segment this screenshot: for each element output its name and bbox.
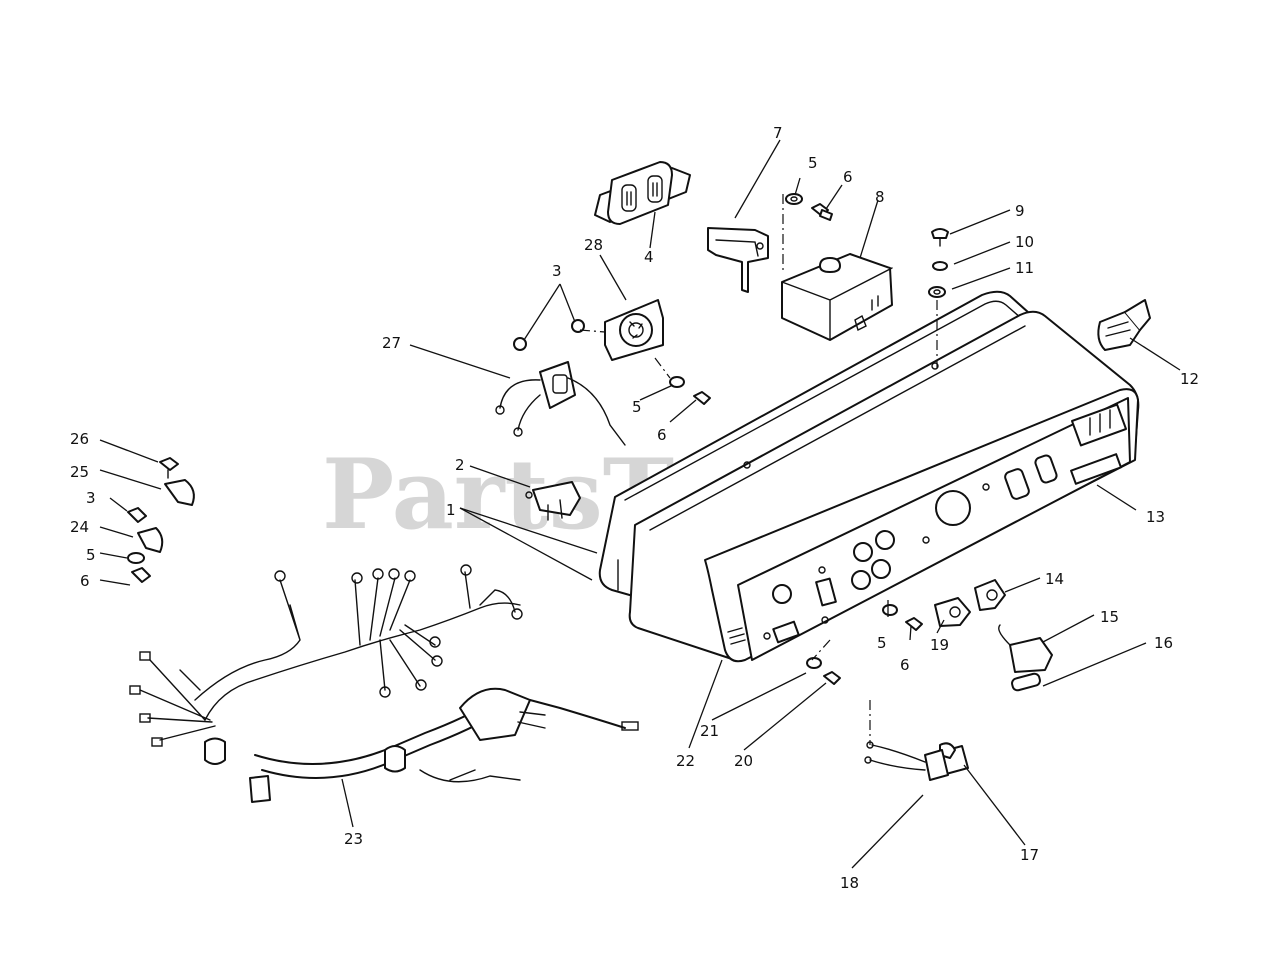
callout-25: 25: [70, 463, 89, 481]
callout-28: 28: [584, 236, 603, 254]
callout-10: 10: [1015, 233, 1034, 251]
wire-harness: [129, 564, 639, 803]
callout-14: 14: [1045, 570, 1064, 588]
callout-6-right: 6: [900, 656, 910, 674]
callout-21: 21: [700, 722, 719, 740]
callout-5-right: 5: [877, 634, 887, 652]
callout-3-left: 3: [86, 489, 96, 507]
control-module: [781, 253, 893, 341]
callout-8: 8: [875, 188, 885, 206]
callout-22: 22: [676, 752, 695, 770]
callout-9: 9: [1015, 202, 1025, 220]
callout-24: 24: [70, 518, 89, 536]
leader-lines: [99, 139, 1181, 869]
hardware-small: [513, 193, 949, 685]
callout-1: 1: [446, 501, 456, 519]
bracket: [707, 194, 784, 293]
callout-numbers: 1 2 3 3 4 5 5 5 5 6 6 6 6 7 8 9 10 11 12…: [70, 124, 1199, 892]
callout-15: 15: [1100, 608, 1119, 626]
callout-20: 20: [734, 752, 753, 770]
rectifier: [525, 481, 581, 521]
callout-7: 7: [773, 124, 783, 142]
callout-6-left: 6: [80, 572, 90, 590]
callout-4: 4: [644, 248, 654, 266]
callout-5-left: 5: [86, 546, 96, 564]
callout-26: 26: [70, 430, 89, 448]
callout-23: 23: [344, 830, 363, 848]
callout-2: 2: [455, 456, 465, 474]
callout-16: 16: [1154, 634, 1173, 652]
callout-5-mid: 5: [632, 398, 642, 416]
hardware-stack: [127, 457, 195, 583]
callout-27: 27: [382, 334, 401, 352]
callout-12: 12: [1180, 370, 1199, 388]
receptacle-duplex: [594, 161, 691, 225]
switches-breakers: [864, 299, 1151, 781]
callout-17: 17: [1020, 846, 1039, 864]
callout-18: 18: [840, 874, 859, 892]
callout-11: 11: [1015, 259, 1034, 277]
callout-6-top: 6: [843, 168, 853, 186]
callout-5-top: 5: [808, 154, 818, 172]
control-panel-housing: [598, 290, 1140, 663]
callout-3-top: 3: [552, 262, 562, 280]
callout-19: 19: [930, 636, 949, 654]
receptacle-twistlock: [604, 299, 664, 361]
cord-assembly: [495, 361, 626, 446]
callout-13: 13: [1146, 508, 1165, 526]
callout-6-mid: 6: [657, 426, 667, 444]
